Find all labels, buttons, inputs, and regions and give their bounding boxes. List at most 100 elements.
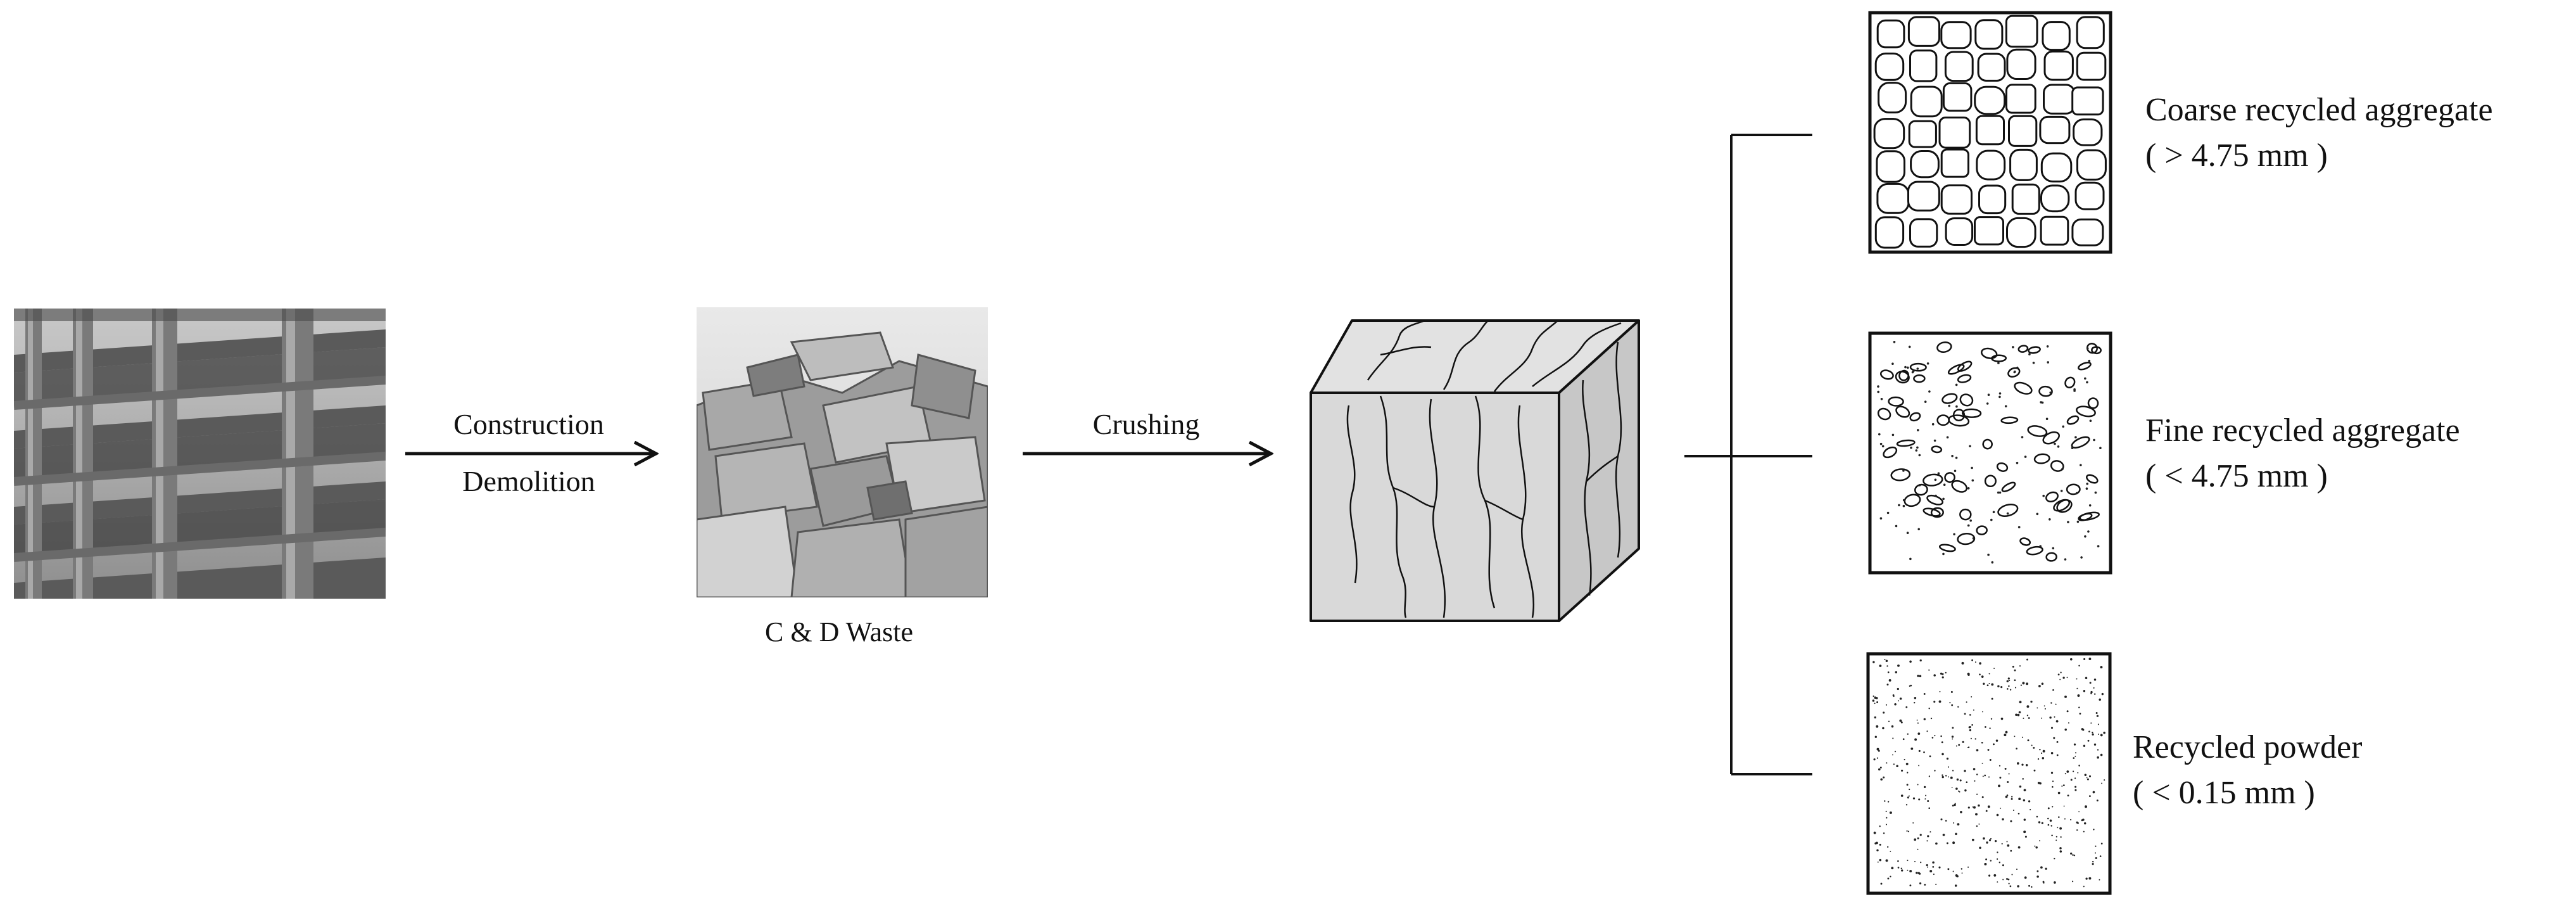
powder-dot: [2056, 741, 2059, 743]
powder-dot: [2092, 791, 2095, 794]
powder-dot: [2092, 731, 2093, 734]
powder-dot: [1989, 759, 1992, 761]
fine-grain: [1938, 544, 1956, 552]
powder-dot: [1895, 671, 1898, 673]
fine-grain: [2053, 499, 2071, 512]
coarse-stone: [2008, 115, 2038, 147]
fine-dot: [2080, 556, 2083, 559]
powder-dot: [1916, 872, 1918, 874]
powder-dot: [1930, 717, 1933, 720]
powder-dot: [1914, 738, 1917, 741]
powder-dot: [2057, 827, 2059, 829]
fine-dot: [2084, 535, 2087, 538]
powder-dot: [2088, 877, 2092, 880]
powder-dot: [2077, 694, 2080, 697]
powder-dot: [1929, 755, 1931, 758]
powder-dot: [1968, 726, 1971, 729]
fine-dot: [1931, 423, 1935, 426]
product-size-powder: ( < 0.15 mm ): [2133, 775, 2315, 811]
powder-dot: [2049, 819, 2052, 822]
powder-dot: [2088, 775, 2092, 777]
coarse-stone: [1938, 117, 1971, 149]
powder-dot: [2085, 877, 2088, 880]
fine-dot: [2094, 491, 2097, 494]
powder-dot: [1905, 706, 1908, 708]
fine-grain: [1895, 405, 1910, 418]
fine-grain: [2027, 425, 2048, 437]
powder-dot: [1889, 811, 1892, 814]
fine-dot: [1928, 390, 1931, 393]
powder-dot: [1984, 863, 1987, 865]
powder-dot: [1971, 696, 1973, 698]
powder-dot: [1957, 823, 1960, 825]
fine-dot: [1946, 436, 1949, 439]
powder-dot: [1997, 851, 1998, 853]
fine-grain: [2045, 491, 2059, 502]
powder-dot: [1976, 774, 1978, 775]
coarse-stone: [1876, 182, 1910, 214]
powder-dot: [1961, 872, 1963, 874]
powder-dot: [2005, 730, 2008, 734]
powder-dot: [2066, 770, 2069, 773]
powder-dot: [2073, 854, 2076, 857]
step-label-crushing: Crushing: [1093, 408, 1200, 440]
powder-dot: [2076, 829, 2078, 831]
fine-dot: [1955, 405, 1958, 408]
powder-dot: [2021, 736, 2024, 738]
powder-dot: [1899, 698, 1902, 700]
powder-dot: [1919, 882, 1922, 885]
coarse-stone: [2074, 181, 2105, 210]
powder-dot: [2021, 763, 2024, 766]
powder-dot: [2028, 884, 2030, 887]
powder-dot: [1981, 763, 1983, 764]
powder-dot: [2054, 716, 2055, 718]
powder-dot: [2083, 822, 2087, 825]
fine-dot: [2024, 456, 2027, 458]
powder-dot: [2045, 867, 2047, 870]
coarse-stone: [1907, 16, 1940, 47]
fine-dot: [1971, 466, 1973, 469]
powder-dot: [1955, 874, 1958, 877]
fine-dot: [2040, 401, 2042, 404]
powder-dot: [1904, 759, 1905, 761]
powder-dot: [2095, 845, 2097, 847]
powder-dot: [1952, 727, 1954, 729]
fine-grain: [1888, 396, 1904, 407]
fine-grain: [1959, 393, 1974, 407]
powder-dot: [2002, 864, 2004, 867]
powder-dot: [1916, 719, 1918, 721]
powder-dot: [2083, 886, 2085, 888]
powder-dot: [1923, 751, 1925, 753]
powder-dot: [2078, 765, 2080, 767]
powder-dot: [2066, 710, 2069, 713]
powder-dot: [1876, 701, 1879, 703]
fine-dot: [1967, 487, 1970, 490]
powder-dot: [1890, 850, 1891, 852]
powder-dot: [1883, 711, 1885, 714]
powder-dot: [1887, 671, 1890, 673]
fine-grain: [1941, 393, 1958, 404]
powder-dot: [1907, 772, 1909, 774]
fine-grain: [2019, 537, 2031, 546]
coarse-stone: [1910, 150, 1940, 179]
powder-dot: [1887, 877, 1890, 880]
powder-dot: [2037, 758, 2040, 760]
fine-dot: [1886, 511, 1890, 514]
coarse-aggregate-tile: [1868, 11, 2112, 254]
powder-dot: [2036, 707, 2038, 709]
powder-dot: [1997, 881, 1998, 883]
powder-dot: [1988, 673, 1990, 675]
powder-dot: [1878, 768, 1881, 771]
fine-dot: [1877, 385, 1879, 388]
fine-grain: [2042, 431, 2060, 445]
powder-dot: [1941, 774, 1943, 776]
powder-dot: [1949, 702, 1951, 704]
powder-dot: [1993, 668, 1995, 669]
fine-dot: [2080, 464, 2082, 466]
powder-dot: [2036, 876, 2039, 878]
powder-dot: [2074, 777, 2076, 779]
product-size-fine: ( < 4.75 mm ): [2145, 458, 2328, 494]
powder-dot: [2070, 819, 2072, 820]
powder-dot: [2018, 711, 2021, 713]
powder-dot: [2052, 806, 2054, 808]
